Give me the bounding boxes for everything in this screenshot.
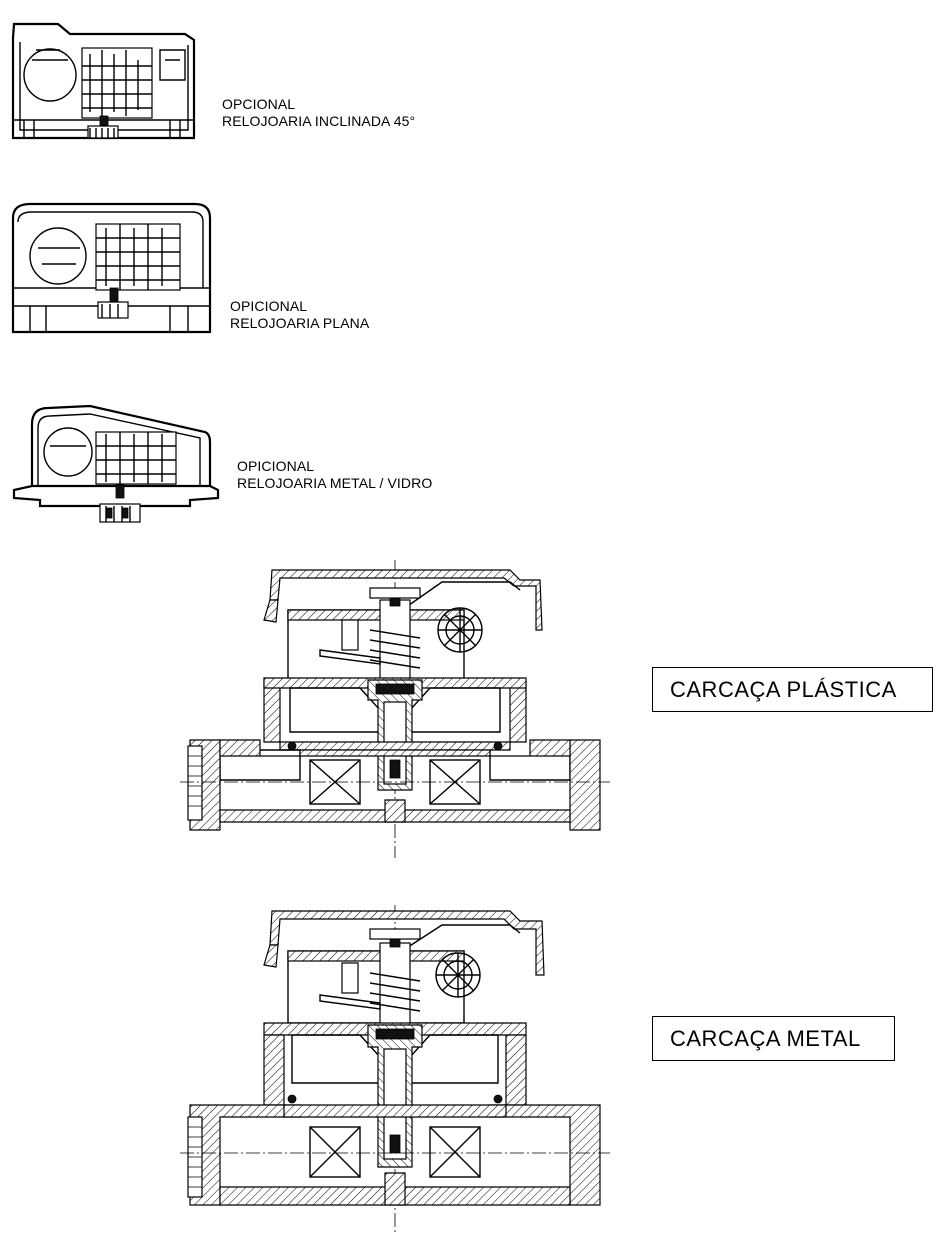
register-metal-glass-drawing — [12, 404, 220, 523]
housing-plastic-label: CARCAÇA PLÁSTICA — [652, 667, 933, 712]
option-line2: RELOJOARIA INCLINADA 45° — [222, 113, 416, 129]
register-inclined-45-drawing — [11, 22, 196, 140]
option-flat-label: OPICIONAL RELOJOARIA PLANA — [230, 298, 490, 332]
option-line2: RELOJOARIA METAL / VIDRO — [237, 475, 433, 491]
option-line2: RELOJOARIA PLANA — [230, 315, 370, 331]
option-metal-glass-label: OPICIONAL RELOJOARIA METAL / VIDRO — [237, 458, 517, 492]
register-flat-drawing — [11, 202, 212, 334]
meter-plastic-housing-drawing — [180, 560, 610, 858]
option-line1: OPICIONAL — [230, 298, 308, 314]
option-inclined-45-label: OPCIONAL RELOJOARIA INCLINADA 45° — [222, 96, 482, 130]
housing-metal-label: CARCAÇA METAL — [652, 1016, 895, 1061]
option-line1: OPICIONAL — [237, 458, 315, 474]
meter-metal-housing-drawing — [180, 905, 610, 1233]
option-line1: OPCIONAL — [222, 96, 296, 112]
